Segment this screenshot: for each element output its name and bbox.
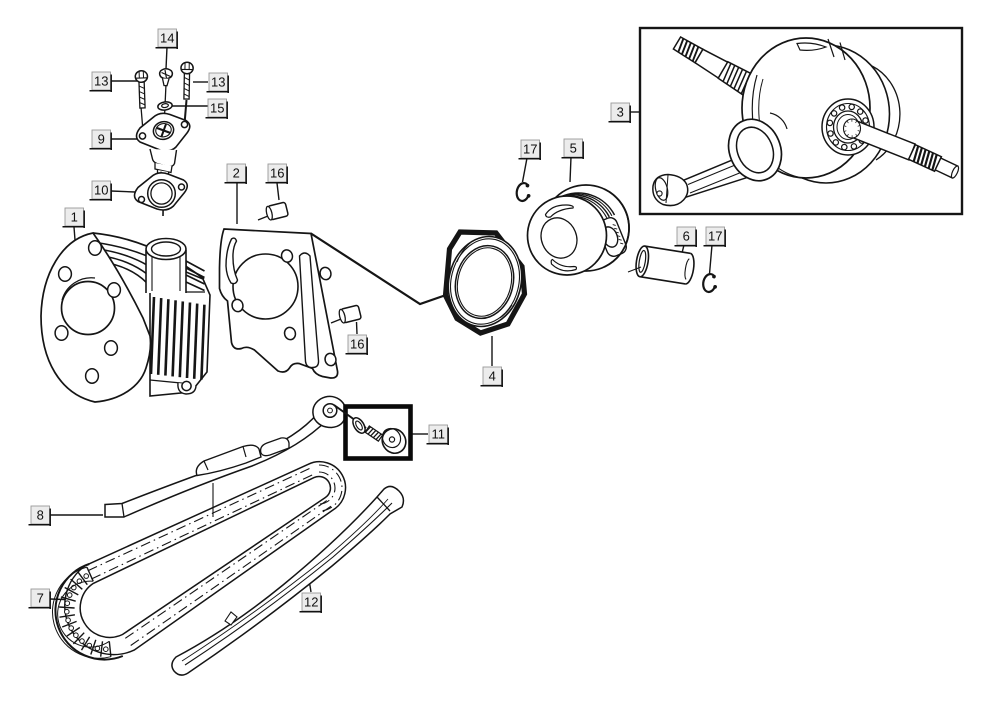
svg-text:14: 14: [160, 31, 174, 46]
svg-text:13: 13: [211, 75, 225, 90]
svg-text:13: 13: [94, 74, 108, 89]
svg-text:10: 10: [94, 183, 108, 198]
svg-text:8: 8: [37, 508, 44, 523]
svg-text:3: 3: [617, 105, 624, 120]
svg-text:2: 2: [233, 166, 240, 181]
svg-text:1: 1: [71, 210, 78, 225]
svg-text:5: 5: [570, 141, 577, 156]
svg-text:6: 6: [683, 229, 690, 244]
svg-text:15: 15: [210, 101, 224, 116]
svg-text:9: 9: [98, 132, 105, 147]
svg-text:17: 17: [708, 229, 722, 244]
svg-text:7: 7: [37, 591, 44, 606]
svg-text:17: 17: [523, 142, 537, 157]
svg-text:12: 12: [304, 595, 318, 610]
svg-text:4: 4: [489, 369, 496, 384]
svg-text:16: 16: [270, 166, 284, 181]
svg-text:11: 11: [432, 427, 446, 442]
svg-text:16: 16: [350, 337, 364, 352]
